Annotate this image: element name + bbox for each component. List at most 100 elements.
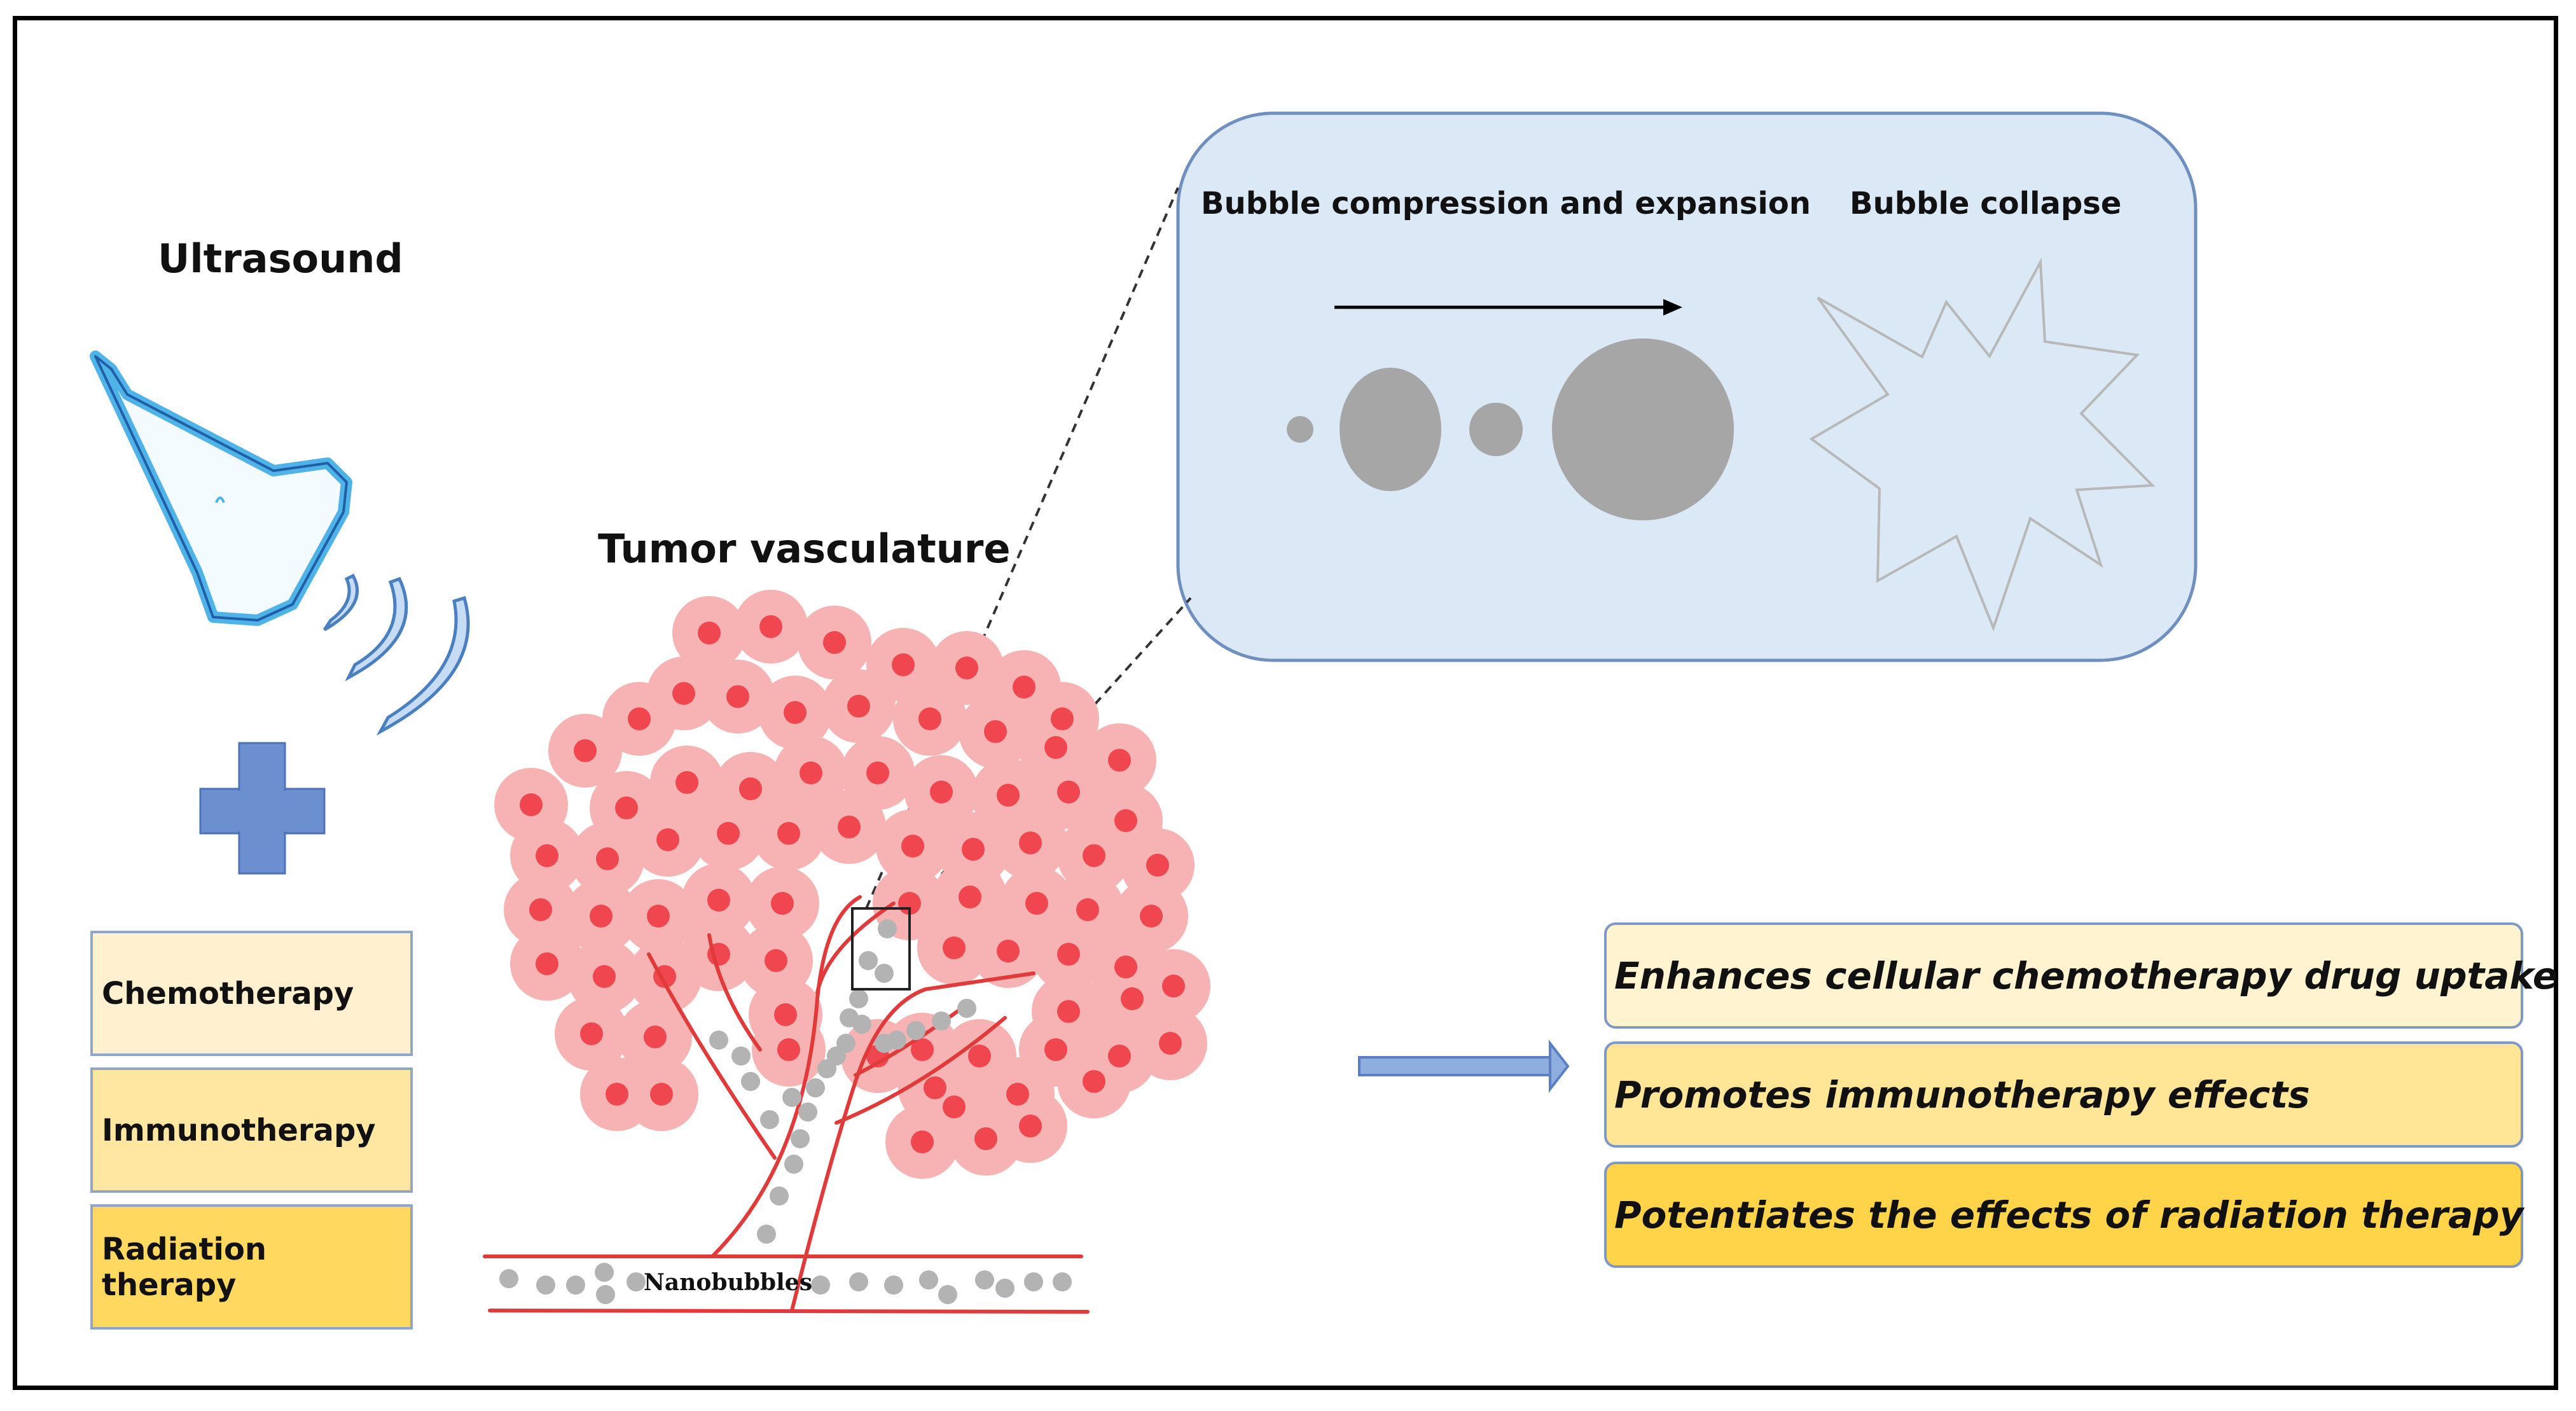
tumor-cell-nucleus (777, 822, 800, 845)
tumor-cell-nucleus (1114, 956, 1137, 978)
nanobubble (806, 1078, 825, 1097)
tumor-cell-nucleus (771, 892, 794, 915)
nanobubble (595, 1263, 614, 1282)
tumor-cell-nucleus (838, 816, 861, 838)
tumor-cell-nucleus (1108, 1045, 1131, 1067)
tumor-cell-nucleus (1083, 844, 1105, 867)
nanobubble (875, 964, 894, 983)
nanobubble (811, 1275, 830, 1295)
tumor-cell-nucleus (536, 844, 558, 867)
tumor-cell-nucleus (644, 1025, 667, 1048)
tumor-cell-nucleus (924, 1076, 946, 1099)
nanobubble (770, 1186, 789, 1206)
tumor-cell-nucleus (997, 784, 1020, 807)
ultrasound-label: Ultrasound (158, 235, 403, 282)
tumor-cell-nucleus (675, 771, 698, 794)
tumor-cell-nucleus (1162, 975, 1185, 997)
nanobubble (836, 1034, 855, 1053)
nanobubble (932, 1011, 951, 1031)
tumor-cell-nucleus (892, 653, 915, 676)
tumor-cell-nucleus (911, 1038, 934, 1061)
sound-wave-icon (322, 573, 470, 736)
nanobubble (566, 1275, 585, 1295)
tumor-cell-nucleus (590, 905, 613, 928)
nanobubble (852, 1015, 871, 1034)
tumor-cell-nucleus (911, 1130, 934, 1153)
tumor-cell-nucleus (647, 905, 670, 928)
figure-frame (13, 16, 2558, 1390)
nanobubble (919, 1270, 938, 1289)
tumor-cell-nucleus (698, 622, 721, 644)
tumor-cell-nucleus (1057, 1000, 1080, 1023)
tumor-cell-nucleus (615, 796, 638, 819)
tumor-cell-nucleus (1013, 676, 1035, 699)
compression-label: Bubble compression and expansion (1201, 186, 1811, 221)
tumor-cell-nucleus (596, 847, 619, 870)
tumor-cell-nucleus (1044, 1038, 1067, 1061)
nanobubble (859, 951, 878, 970)
bubble-tiny (1287, 416, 1313, 443)
nanobubble (938, 1285, 957, 1304)
nanobubble (887, 1031, 906, 1050)
tumor-cell-nucleus (650, 1083, 673, 1106)
tumor-cell-nucleus (1057, 781, 1080, 803)
tumor-cell-nucleus (672, 682, 695, 705)
nanobubble (906, 1021, 925, 1040)
nanobubble (791, 1129, 810, 1148)
nanobubble (757, 1225, 776, 1244)
tumor-cell-nucleus (1121, 987, 1144, 1010)
tumor-vessels (483, 895, 1090, 1314)
nanobubble (709, 1031, 728, 1050)
tumor-cell-nucleus (901, 835, 924, 858)
nanobubble (957, 999, 976, 1018)
plus-icon (199, 742, 326, 875)
tumor-cell-nucleus (529, 898, 552, 921)
tumor-cell-nucleus (955, 657, 978, 679)
progression-arrowhead (1663, 299, 1682, 316)
tumor-cell-nucleus (1057, 943, 1080, 966)
tumor-cell-nucleus (823, 631, 846, 654)
tumor-cell-nucleus (800, 761, 822, 784)
bubble-collapse-star (1809, 257, 2156, 632)
tumor-cell-nucleus (628, 707, 651, 730)
nanobubble (849, 1272, 868, 1291)
nanobubbles-label: Nanobubbles (644, 1269, 812, 1296)
tumor-cell-nucleus (759, 615, 782, 638)
nanobubble (741, 1072, 760, 1091)
nanobubble (975, 1270, 994, 1289)
tumor-cell-nucleus (1025, 892, 1048, 915)
tumor-cell-nucleus (774, 1003, 797, 1026)
tumor-cell-nucleus (984, 720, 1007, 743)
nanobubble (884, 1275, 903, 1295)
nanobubble (784, 1155, 803, 1174)
therapy-box-radiation: Radiation therapy (90, 1204, 413, 1330)
tumor-cell-nucleus (1114, 809, 1137, 832)
tumor-cell-nucleus (784, 701, 807, 724)
tumor-cell-nucleus (962, 838, 985, 861)
bubble-large (1552, 338, 1734, 520)
tumor-cell-nucleus (918, 707, 941, 730)
nanobubble (878, 919, 897, 938)
tumor-cell-nucleus (580, 1022, 603, 1045)
nanobubble (782, 1088, 801, 1107)
therapy-box-chemotherapy: Chemotherapy (90, 931, 413, 1056)
tumor-vasculature-label: Tumor vasculature (598, 525, 1011, 572)
tumor-cell-nucleus (739, 777, 762, 800)
ultrasound-probe-icon (90, 351, 352, 626)
tumor-cell-nucleus (1019, 831, 1042, 854)
tumor-cell-nucleus (1083, 1070, 1105, 1093)
tumor-cell-nucleus (707, 889, 730, 912)
nanobubble (596, 1285, 615, 1304)
tumor-cell-nucleus (656, 828, 679, 851)
tumor-cell-nucleus (593, 965, 616, 988)
bubble-expanded (1340, 368, 1441, 491)
tumor-cell-nucleus (943, 936, 966, 959)
effect-box-radiation: Potentiates the effects of radiation the… (1604, 1162, 2523, 1268)
tumor-cell-nucleus (726, 685, 749, 708)
tumor-cell-nucleus (930, 781, 953, 803)
tumor-cell-nucleus (1108, 749, 1131, 772)
nanobubble (1053, 1272, 1072, 1291)
tumor-cell-nucleus (847, 695, 870, 718)
nanobubble (798, 1102, 817, 1122)
